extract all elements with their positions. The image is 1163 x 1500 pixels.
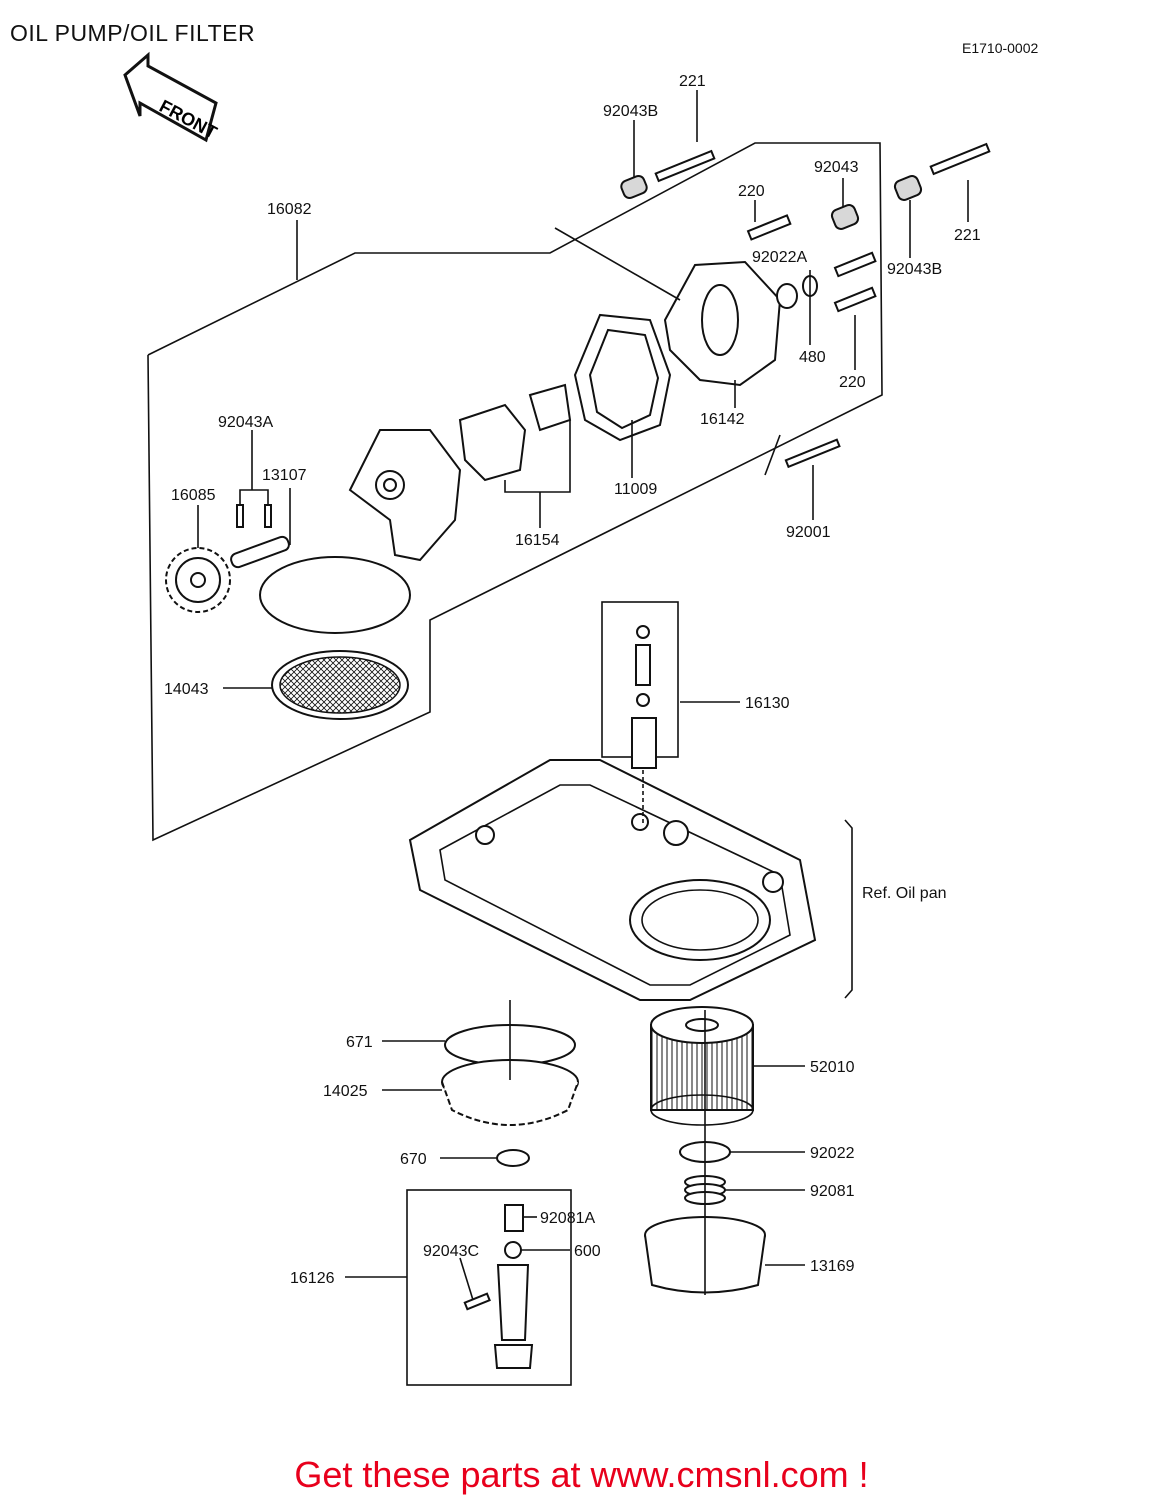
part-labels: 221 92043B 92043 220 221 92022A 92043B 4… (164, 73, 981, 1287)
label-92043B-top: 92043B (603, 103, 658, 120)
label-16082: 16082 (267, 201, 312, 218)
collar-92043-right (830, 204, 860, 230)
shaft-13107 (230, 504, 290, 569)
sprocket-16085 (165, 547, 231, 613)
bypass-valve-16126 (406, 1189, 572, 1386)
label-16085: 16085 (171, 487, 216, 504)
label-ref-oil-pan: Ref. Oil pan (862, 885, 946, 902)
label-14043: 14043 (164, 681, 209, 698)
label-480: 480 (799, 349, 826, 366)
oil-pan (408, 759, 817, 1001)
label-600: 600 (574, 1243, 601, 1260)
label-670: 670 (400, 1151, 427, 1168)
oil-pan-bracket (844, 819, 853, 999)
relief-valve-16130 (601, 601, 679, 769)
label-13169: 13169 (810, 1258, 855, 1275)
gasket-11009 (573, 313, 672, 442)
label-16142: 16142 (700, 411, 745, 428)
bolt-221-top (654, 149, 716, 183)
label-13107: 13107 (262, 467, 307, 484)
label-92022A: 92022A (752, 249, 807, 266)
page-title: OIL PUMP/OIL FILTER (10, 20, 256, 46)
label-92001: 92001 (786, 524, 831, 541)
bolt-221-right (893, 142, 991, 201)
label-221-right: 221 (954, 227, 981, 244)
seal-92022A (776, 275, 818, 309)
pump-cover-16142 (663, 260, 782, 387)
label-16126: 16126 (290, 1270, 335, 1287)
label-221-top: 221 (679, 73, 706, 90)
label-671: 671 (346, 1034, 373, 1051)
front-arrow-icon: FRONT (123, 51, 220, 143)
collar-92043B-top (620, 174, 648, 200)
oil-pump-body (259, 429, 462, 634)
label-16130: 16130 (745, 695, 790, 712)
bolt-220-top (746, 214, 792, 241)
oil-filter-52010 (650, 1006, 754, 1126)
label-92022: 92022 (810, 1145, 855, 1162)
plate-14025 (441, 1059, 579, 1126)
group-outline-16082 (147, 142, 883, 842)
label-92043-right: 92043 (814, 159, 859, 176)
label-92043C: 92043C (423, 1243, 479, 1260)
label-92081: 92081 (810, 1183, 855, 1200)
label-14025: 14025 (323, 1083, 368, 1100)
label-92043A: 92043A (218, 414, 273, 431)
bolt-92001 (784, 438, 841, 469)
label-16154: 16154 (515, 532, 560, 549)
leader-lines (197, 90, 969, 1301)
label-52010: 52010 (810, 1059, 855, 1076)
label-220-right: 220 (839, 374, 866, 391)
diagram-code: E1710-0002 (962, 40, 1039, 56)
label-11009: 11009 (614, 481, 657, 498)
bolts-220-right (833, 251, 877, 313)
label-92043B-right: 92043B (887, 261, 942, 278)
label-220-top: 220 (738, 183, 765, 200)
oil-screen-14043 (271, 650, 409, 720)
footer-link[interactable]: Get these parts at www.cmsnl.com ! (294, 1454, 869, 1495)
rotor-16154 (458, 383, 572, 482)
label-92081A: 92081A (540, 1210, 595, 1227)
oring-670 (496, 1149, 530, 1167)
